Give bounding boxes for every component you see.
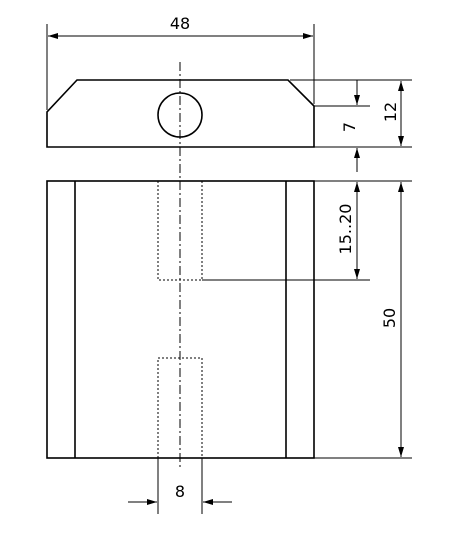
- upper-hidden-bore: [157, 180, 203, 281]
- dim-height-top: 12: [381, 81, 404, 146]
- dim-bore-depth: 15..20: [336, 182, 360, 279]
- dim-height-side: 50: [380, 182, 404, 457]
- dim-chamfer-label: 7: [340, 122, 359, 132]
- dim-bore-depth-label: 15..20: [336, 204, 355, 255]
- dim-width-label: 48: [170, 14, 190, 33]
- dim-width: 48: [46, 14, 315, 110]
- dim-bore-dia-label: 8: [175, 482, 185, 501]
- dim-chamfer: 7: [340, 80, 360, 172]
- dim-height-top-label: 12: [381, 102, 400, 122]
- dim-bore-dia: 8: [128, 458, 232, 514]
- dim-height-side-label: 50: [380, 308, 399, 328]
